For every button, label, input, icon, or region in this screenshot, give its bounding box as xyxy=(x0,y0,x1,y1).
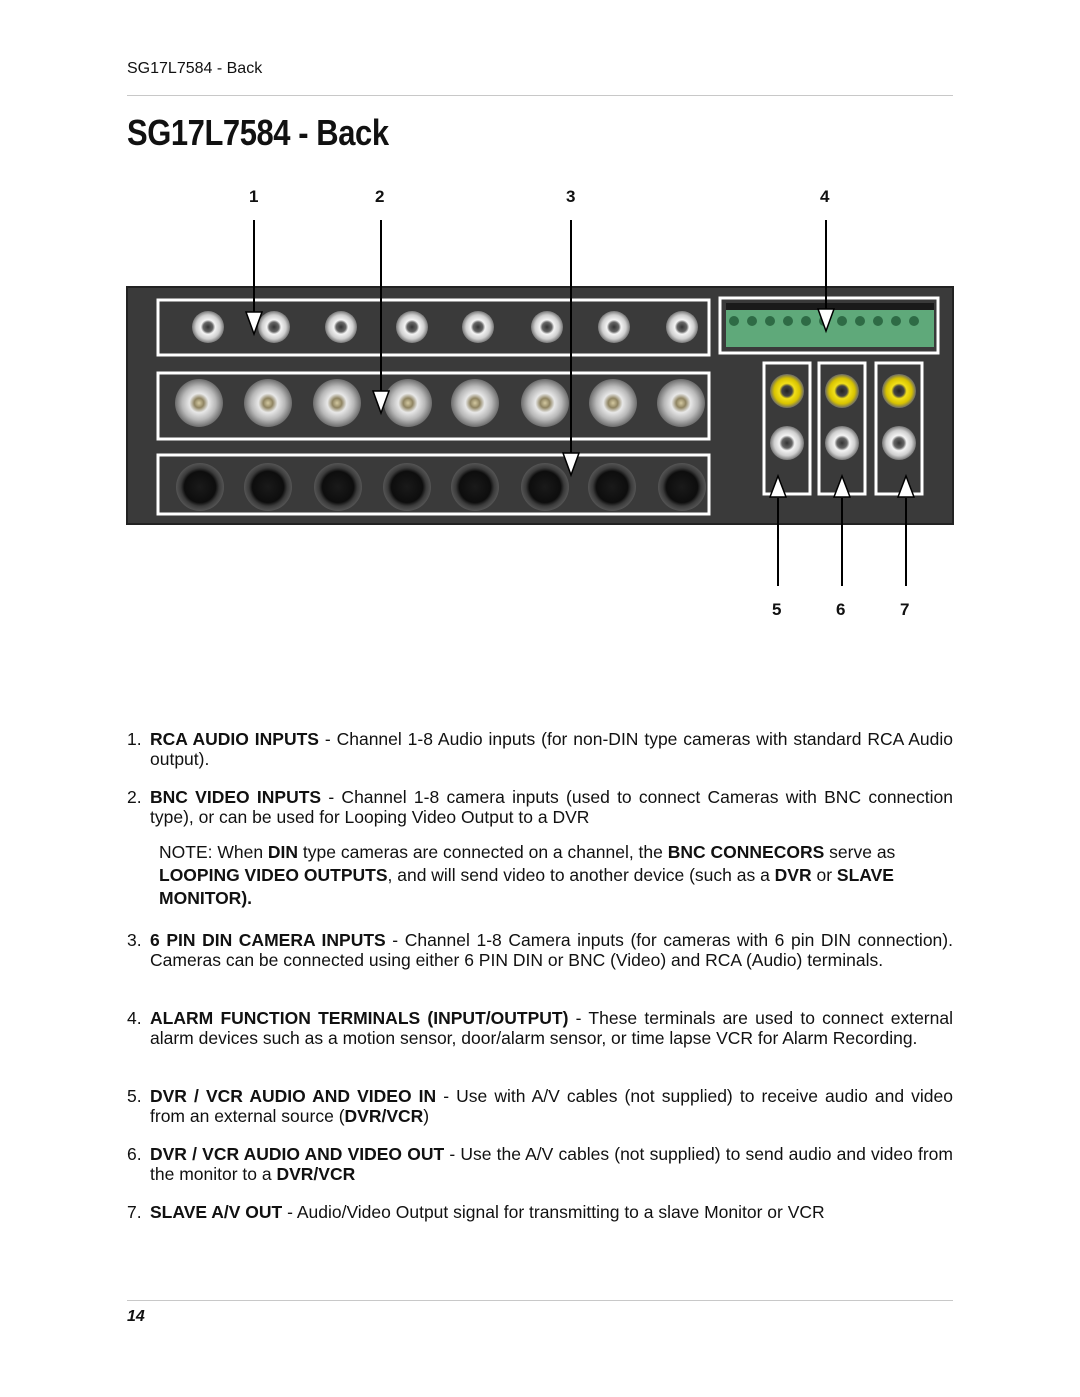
bnc-video-inputs-box xyxy=(156,371,711,441)
item-label: DVR / VCR AUDIO AND VIDEO OUT xyxy=(150,1144,445,1164)
item-label: DVR / VCR AUDIO AND VIDEO IN xyxy=(150,1086,437,1106)
running-header: SG17L7584 - Back xyxy=(127,60,263,77)
back-panel-figure xyxy=(126,220,954,586)
callout-lines xyxy=(253,220,907,586)
header-divider xyxy=(127,95,953,96)
callout-7: 7 xyxy=(900,600,910,619)
list-item-5: 5. DVR / VCR AUDIO AND VIDEO IN - Use wi… xyxy=(127,1086,953,1126)
item-label: ALARM FUNCTION TERMINALS (INPUT/OUTPUT) xyxy=(150,1008,569,1028)
rca-audio-jacks xyxy=(192,311,698,343)
callout-1: 1 xyxy=(249,187,259,206)
alarm-terminals-box xyxy=(718,296,940,355)
dvr-in-box xyxy=(762,361,812,496)
item-label: BNC VIDEO INPUTS xyxy=(150,787,322,807)
callout-6: 6 xyxy=(836,600,846,619)
callout-2: 2 xyxy=(375,187,385,206)
list-item-3: 3. 6 PIN DIN CAMERA INPUTS - Channel 1-8… xyxy=(127,930,953,970)
list-item-1: 1. RCA AUDIO INPUTS - Channel 1-8 Audio … xyxy=(127,729,953,769)
rca-audio-inputs-box xyxy=(156,298,711,357)
list-item-7: 7. SLAVE A/V OUT - Audio/Video Output si… xyxy=(127,1202,825,1222)
footer-divider xyxy=(127,1300,953,1301)
bnc-jacks xyxy=(175,379,705,427)
av-jacks xyxy=(770,374,916,460)
callout-5: 5 xyxy=(772,600,782,619)
item-label: RCA AUDIO INPUTS xyxy=(150,729,319,749)
din-camera-inputs-box xyxy=(156,453,711,516)
list-item-4: 4. ALARM FUNCTION TERMINALS (INPUT/OUTPU… xyxy=(127,1008,953,1048)
item-label: 6 PIN DIN CAMERA INPUTS xyxy=(150,930,386,950)
page-title: SG17L7584 - Back xyxy=(127,112,389,153)
list-item-2: 2. BNC VIDEO INPUTS - Channel 1-8 camera… xyxy=(127,787,953,827)
page-number: 14 xyxy=(127,1308,145,1325)
din-jacks xyxy=(176,463,706,511)
note-paragraph: NOTE: When DIN type cameras are connecte… xyxy=(159,842,896,908)
callout-4: 4 xyxy=(820,187,830,206)
list-item-6: 6. DVR / VCR AUDIO AND VIDEO OUT - Use t… xyxy=(127,1144,953,1184)
item-label: SLAVE A/V OUT xyxy=(150,1202,283,1222)
callout-3: 3 xyxy=(566,187,576,206)
callout-arrows xyxy=(244,308,916,498)
